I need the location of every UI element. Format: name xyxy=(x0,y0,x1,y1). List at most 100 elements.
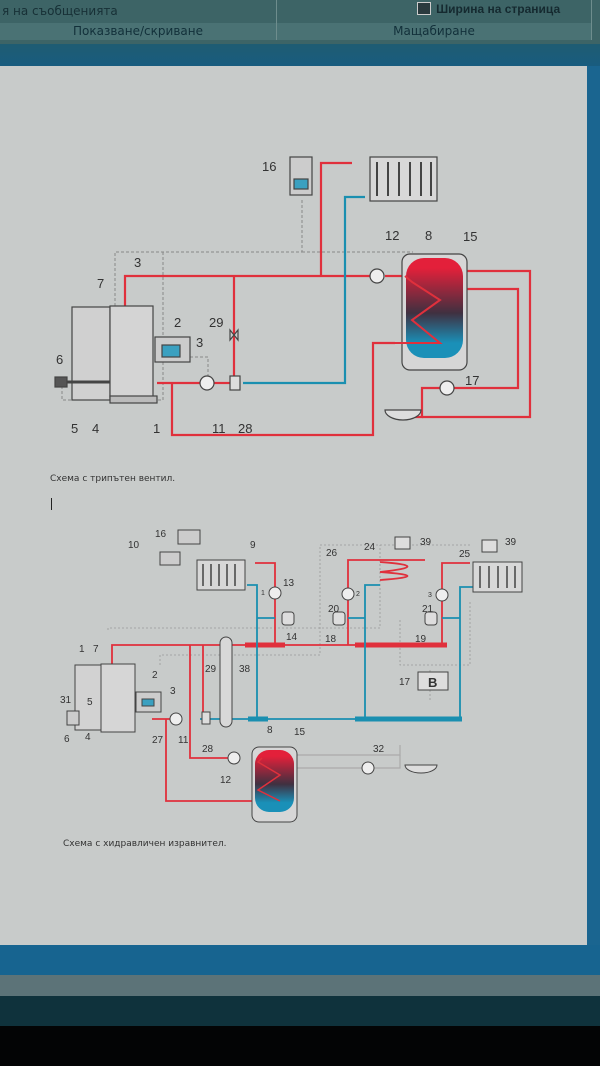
label: 17 xyxy=(465,373,479,388)
page-width-icon xyxy=(417,2,431,15)
label: 8 xyxy=(267,725,273,736)
room-sensor-39 xyxy=(394,536,411,550)
diagram-three-way-valve xyxy=(54,156,532,437)
buffer-module xyxy=(417,671,449,691)
ribbon: я на съобщенията Показване/скриване Шири… xyxy=(0,0,600,44)
equipment xyxy=(66,529,523,775)
label: 32 xyxy=(373,744,385,755)
label: 5 xyxy=(87,697,93,708)
label: 11 xyxy=(212,421,226,436)
group-label-zoom: Мащабиране xyxy=(393,24,475,38)
messages-bar-option[interactable]: я на съобщенията xyxy=(2,4,118,18)
label: 21 xyxy=(422,604,434,615)
label: 3 xyxy=(134,255,141,270)
pump-circuit-1 xyxy=(268,586,282,600)
label: 9 xyxy=(250,540,256,551)
label: 39 xyxy=(505,537,517,548)
label: 19 xyxy=(415,634,427,645)
label: 8 xyxy=(425,228,432,243)
diagram1-labels: 16 12 8 15 3 7 2 29 3 6 17 5 4 1 11 28 xyxy=(56,159,479,436)
label: 39 xyxy=(420,537,432,548)
label: 27 xyxy=(152,735,164,746)
hydraulic-separator xyxy=(219,636,233,728)
hot-pipes xyxy=(111,559,470,802)
label: 26 xyxy=(326,548,338,559)
pump-circuit-3 xyxy=(435,588,449,602)
label: 2 xyxy=(152,670,158,681)
label: 25 xyxy=(459,549,471,560)
radiator-1 xyxy=(196,559,246,591)
label: 29 xyxy=(205,664,217,675)
label: 28 xyxy=(238,421,252,436)
pellet-hopper xyxy=(71,306,111,401)
label: 4 xyxy=(85,732,91,743)
label: 2 xyxy=(174,315,181,330)
sink xyxy=(384,409,422,421)
cold-pipes xyxy=(243,195,365,385)
pump-circuit-2 xyxy=(341,587,355,601)
label: 10 xyxy=(128,540,140,551)
label: 18 xyxy=(325,634,337,645)
label: 16 xyxy=(155,529,167,540)
label: 12 xyxy=(220,775,232,786)
label: 14 xyxy=(286,632,298,643)
document-area-bottom xyxy=(0,945,600,977)
page-width-label: Ширина на страница xyxy=(436,2,561,16)
label: 6 xyxy=(56,352,63,367)
text-cursor xyxy=(51,498,52,510)
label: 38 xyxy=(239,664,251,675)
radiator xyxy=(369,156,438,202)
diagram2-labels: 10 16 9 26 24 39 25 39 13 20 21 14 18 19… xyxy=(60,529,517,786)
diagram-hydraulic-separator xyxy=(66,529,523,823)
label: 24 xyxy=(364,542,376,553)
valve-28 xyxy=(229,375,241,391)
label: 13 xyxy=(283,578,295,589)
label: 6 xyxy=(64,734,70,745)
caption-hydraulic-separator: Схема с хидравличен изравнител. xyxy=(63,839,227,849)
label: 4 xyxy=(92,421,99,436)
label: 15 xyxy=(294,727,306,738)
boiler xyxy=(100,663,136,733)
label: 1 xyxy=(153,421,160,436)
sink xyxy=(404,764,438,774)
label: 28 xyxy=(202,744,214,755)
ribbon-group-zoom: Ширина на страница Мащабиране xyxy=(277,0,592,40)
pump-12 xyxy=(227,751,241,765)
pump-12 xyxy=(369,268,385,284)
monitor-bezel xyxy=(0,1026,600,1066)
label: 17 xyxy=(399,677,411,688)
pump-number: 3 xyxy=(428,592,432,599)
page-width-button[interactable]: Ширина на страница xyxy=(417,1,560,16)
valve-28 xyxy=(201,711,211,725)
pump-17 xyxy=(439,380,455,396)
room-thermostat xyxy=(159,551,181,566)
label: 3 xyxy=(170,686,176,697)
taskbar xyxy=(0,996,600,1026)
equipment xyxy=(54,156,455,421)
label: 7 xyxy=(97,276,104,291)
group-label-show-hide: Показване/скриване xyxy=(73,24,203,38)
label: 29 xyxy=(209,315,223,330)
boiler xyxy=(109,305,154,398)
room-sensor-39b xyxy=(481,539,498,553)
pump-number: 1 xyxy=(261,590,265,597)
hot-pipes xyxy=(123,161,532,437)
document-area-top xyxy=(0,44,600,68)
status-bar xyxy=(0,975,600,996)
label: 20 xyxy=(328,604,340,615)
label: 11 xyxy=(178,735,189,746)
document-background xyxy=(587,66,600,966)
caption-three-way-valve: Схема с трипътен вентил. xyxy=(50,474,176,484)
label: 5 xyxy=(71,421,78,436)
ribbon-group-show-hide: я на съобщенията Показване/скриване xyxy=(0,0,277,40)
circulation-pump xyxy=(361,761,375,775)
pump-number: 2 xyxy=(356,591,360,598)
label: 16 xyxy=(262,159,276,174)
label: 3 xyxy=(196,335,203,350)
pump-11 xyxy=(199,375,215,391)
buffer-label: B xyxy=(428,675,437,690)
pump-11 xyxy=(169,712,183,726)
valve-29 xyxy=(229,328,239,342)
label: 15 xyxy=(463,229,477,244)
